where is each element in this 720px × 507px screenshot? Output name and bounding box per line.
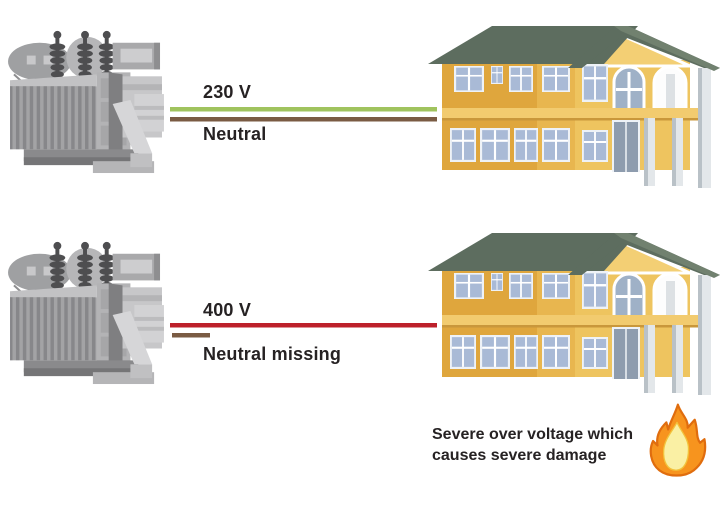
live-wire-fault [170,323,437,328]
neutral-wire-normal-line [170,116,437,121]
neutral-wire-normal [170,116,437,121]
broken-neutral-stub [172,333,210,338]
overvoltage-warning-text: Severe over voltage which causes severe … [432,426,633,464]
transformer-icon [2,236,170,386]
neutral-label-normal: Neutral [203,124,267,144]
neutral-label-fault: Neutral missing [203,344,342,364]
house-icon [428,14,720,199]
live-wire-normal [170,107,437,112]
live-wire-fault-line [170,323,437,328]
house-icon [428,221,720,406]
voltage-label-normal: 230 V [203,82,252,102]
broken-neutral-stub-line [172,333,210,338]
transformer-icon [2,25,170,175]
voltage-label-fault: 400 V [203,300,252,320]
fire-icon [646,398,708,484]
live-wire-normal-line [170,107,437,112]
